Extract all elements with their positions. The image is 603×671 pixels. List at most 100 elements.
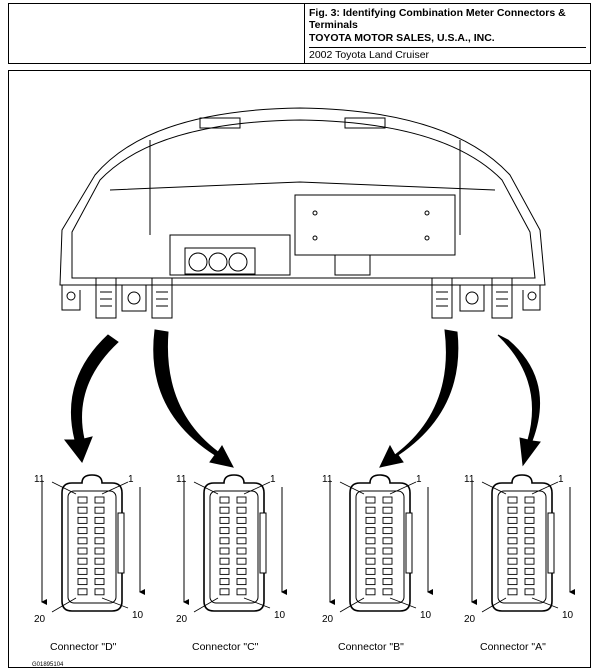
pin-cavity — [236, 557, 247, 565]
leader-pin-11 — [339, 481, 365, 495]
pin-label-bottom-left: 20 — [34, 614, 46, 625]
pin-label-top-right: 1 — [270, 474, 276, 485]
connector-shell — [491, 474, 553, 612]
pin-cavity — [507, 496, 518, 504]
pin-cavity — [219, 496, 230, 504]
pin-cavity — [77, 537, 88, 545]
pin-cavity — [94, 496, 105, 504]
pin-cavity — [219, 537, 230, 545]
pin-cavity — [507, 527, 518, 535]
pin-cavity — [236, 527, 247, 535]
arrow-to-connector-d — [63, 334, 119, 463]
arrow-to-connector-a — [497, 334, 541, 467]
connector-name: Connector "B" — [338, 641, 404, 653]
pin-cavity — [382, 588, 393, 596]
pin-label-top-left: 11 — [322, 474, 333, 485]
connector-lock-tab — [117, 512, 125, 574]
pin-cavity — [236, 506, 247, 514]
connector-lock-tab — [547, 512, 555, 574]
pin-cavity — [219, 588, 230, 596]
pin-cavity — [94, 578, 105, 586]
pin-cavity — [219, 567, 230, 575]
connector-inner — [209, 490, 259, 604]
vehicle-model: 2002 Toyota Land Cruiser — [309, 47, 586, 62]
pin-cavity — [365, 588, 376, 596]
pin-cavity — [382, 516, 393, 524]
pin-cavity — [507, 516, 518, 524]
leader-pin-11 — [51, 481, 77, 495]
connector-name: Connector "A" — [480, 641, 546, 653]
leader-pin-20 — [193, 597, 219, 613]
pin-cavity — [94, 557, 105, 565]
pin-cavity — [94, 547, 105, 555]
connector-shell — [349, 474, 411, 612]
leader-pin-11 — [193, 481, 219, 495]
pin-cavity — [382, 557, 393, 565]
pointer-arrows — [63, 329, 541, 468]
pin-cavity — [236, 516, 247, 524]
leader-pin-10 — [101, 597, 129, 609]
pin-cavity — [507, 537, 518, 545]
figure-header: Fig. 3: Identifying Combination Meter Co… — [8, 3, 591, 64]
combination-meter-housing — [59, 107, 546, 319]
leader-pin-10 — [243, 597, 271, 609]
pin-label-top-left: 11 — [464, 474, 475, 485]
pin-cavity — [524, 506, 535, 514]
pin-cavity — [219, 527, 230, 535]
pin-cavity — [77, 516, 88, 524]
leader-pin-1 — [531, 481, 559, 495]
pin-cavity — [524, 516, 535, 524]
pin-label-top-left: 11 — [34, 474, 45, 485]
figure-title: Fig. 3: Identifying Combination Meter Co… — [309, 7, 566, 31]
pin-cavity — [524, 578, 535, 586]
pin-cavity — [382, 567, 393, 575]
pin-cavity — [507, 588, 518, 596]
pin-cavity — [365, 516, 376, 524]
pin-label-bottom-right: 10 — [132, 610, 144, 621]
pin-cavity — [507, 547, 518, 555]
connector-inner — [355, 490, 405, 604]
pin-cavity — [365, 547, 376, 555]
company-name: TOYOTA MOTOR SALES, U.S.A., INC. — [309, 32, 495, 44]
pin-cavity — [365, 537, 376, 545]
header-blank-cell — [9, 4, 305, 63]
connector-inner — [67, 490, 117, 604]
pin-label-top-right: 1 — [558, 474, 564, 485]
pin-cavity — [94, 588, 105, 596]
leader-pin-20 — [51, 597, 77, 613]
pin-cavity — [382, 506, 393, 514]
leader-pin-20 — [339, 597, 365, 613]
pin-cavity — [77, 588, 88, 596]
diagram-frame — [8, 70, 591, 668]
pin-cavity — [77, 496, 88, 504]
pin-label-bottom-left: 20 — [176, 614, 188, 625]
pin-cavity — [524, 567, 535, 575]
header-info-cell: Fig. 3: Identifying Combination Meter Co… — [305, 4, 590, 63]
pin-label-bottom-left: 20 — [464, 614, 476, 625]
connector-inner — [497, 490, 547, 604]
pin-cavity — [219, 516, 230, 524]
pin-cavity — [365, 506, 376, 514]
pin-cavity — [524, 557, 535, 565]
pin-label-bottom-right: 10 — [562, 610, 574, 621]
pin-cavity — [77, 527, 88, 535]
pin-label-top-left: 11 — [176, 474, 187, 485]
pin-cavity — [524, 588, 535, 596]
connector-name: Connector "C" — [192, 641, 259, 653]
leader-pin-1 — [243, 481, 271, 495]
connector-lock-tab — [405, 512, 413, 574]
pin-cavity — [236, 578, 247, 586]
pin-cavity — [365, 557, 376, 565]
leader-pin-1 — [101, 481, 129, 495]
pin-cavity — [524, 537, 535, 545]
leader-pin-1 — [389, 481, 417, 495]
pin-cavity — [236, 537, 247, 545]
pin-cavity — [219, 557, 230, 565]
pin-cavity — [365, 527, 376, 535]
pin-cavity — [236, 496, 247, 504]
pin-cavity — [524, 527, 535, 535]
